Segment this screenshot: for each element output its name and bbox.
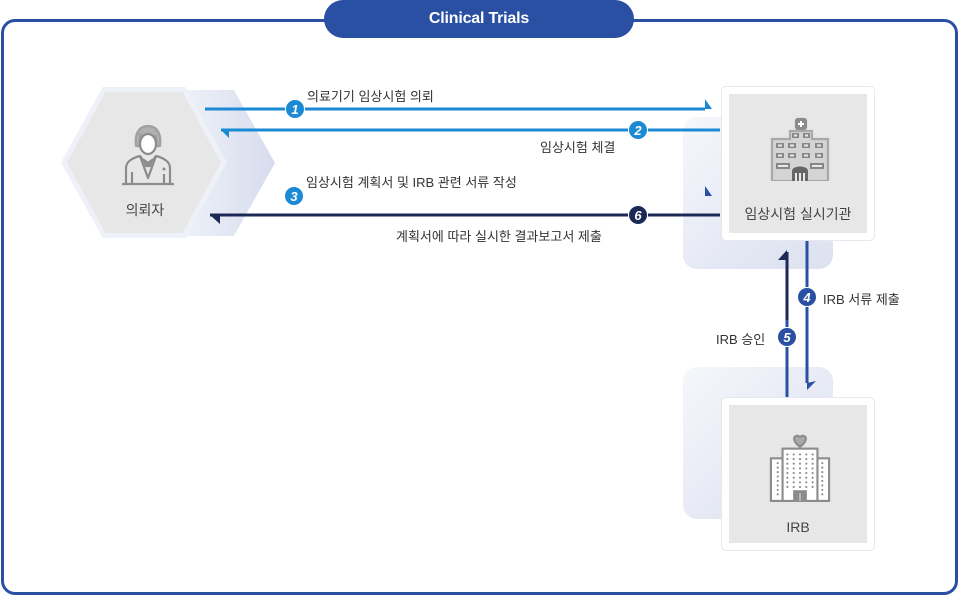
irb-building-icon — [769, 434, 831, 503]
step-badge-5: 5 — [777, 327, 797, 347]
hospital-icon — [770, 117, 830, 181]
step-label-2: 임상시험 체결 — [540, 140, 616, 155]
arrow-step-5 — [778, 250, 789, 397]
irb-node-fill: IRB — [729, 405, 867, 543]
step-badge-6: 6 — [628, 205, 648, 225]
institution-node: 임상시험 실시기관 — [721, 86, 875, 241]
diagram-title: Clinical Trials — [324, 0, 634, 38]
step-label-6: 계획서에 따라 실시한 결과보고서 제출 — [396, 229, 602, 244]
irb-node-label: IRB — [786, 519, 810, 535]
step-badge-4: 4 — [797, 287, 817, 307]
arrow-step-1 — [205, 99, 712, 111]
step-badge-2: 2 — [628, 120, 648, 140]
step-badge-3: 3 — [284, 186, 304, 206]
step-label-4: IRB 서류 제출 — [823, 292, 900, 307]
doctor-icon — [122, 124, 174, 186]
arrow-step-4 — [805, 241, 816, 390]
step-label-5: IRB 승인 — [716, 332, 766, 347]
institution-node-label: 임상시험 실시기관 — [744, 206, 852, 222]
step-badge-1: 1 — [285, 99, 305, 119]
institution-node-fill: 임상시험 실시기관 — [729, 94, 867, 233]
irb-node: IRB — [721, 397, 875, 551]
doctor-node-label: 의뢰자 — [125, 202, 165, 218]
step-label-1: 의료기기 임상시험 의뢰 — [307, 89, 434, 104]
step-label-3: 임상시험 계획서 및 IRB 관련 서류 작성 — [306, 175, 517, 190]
